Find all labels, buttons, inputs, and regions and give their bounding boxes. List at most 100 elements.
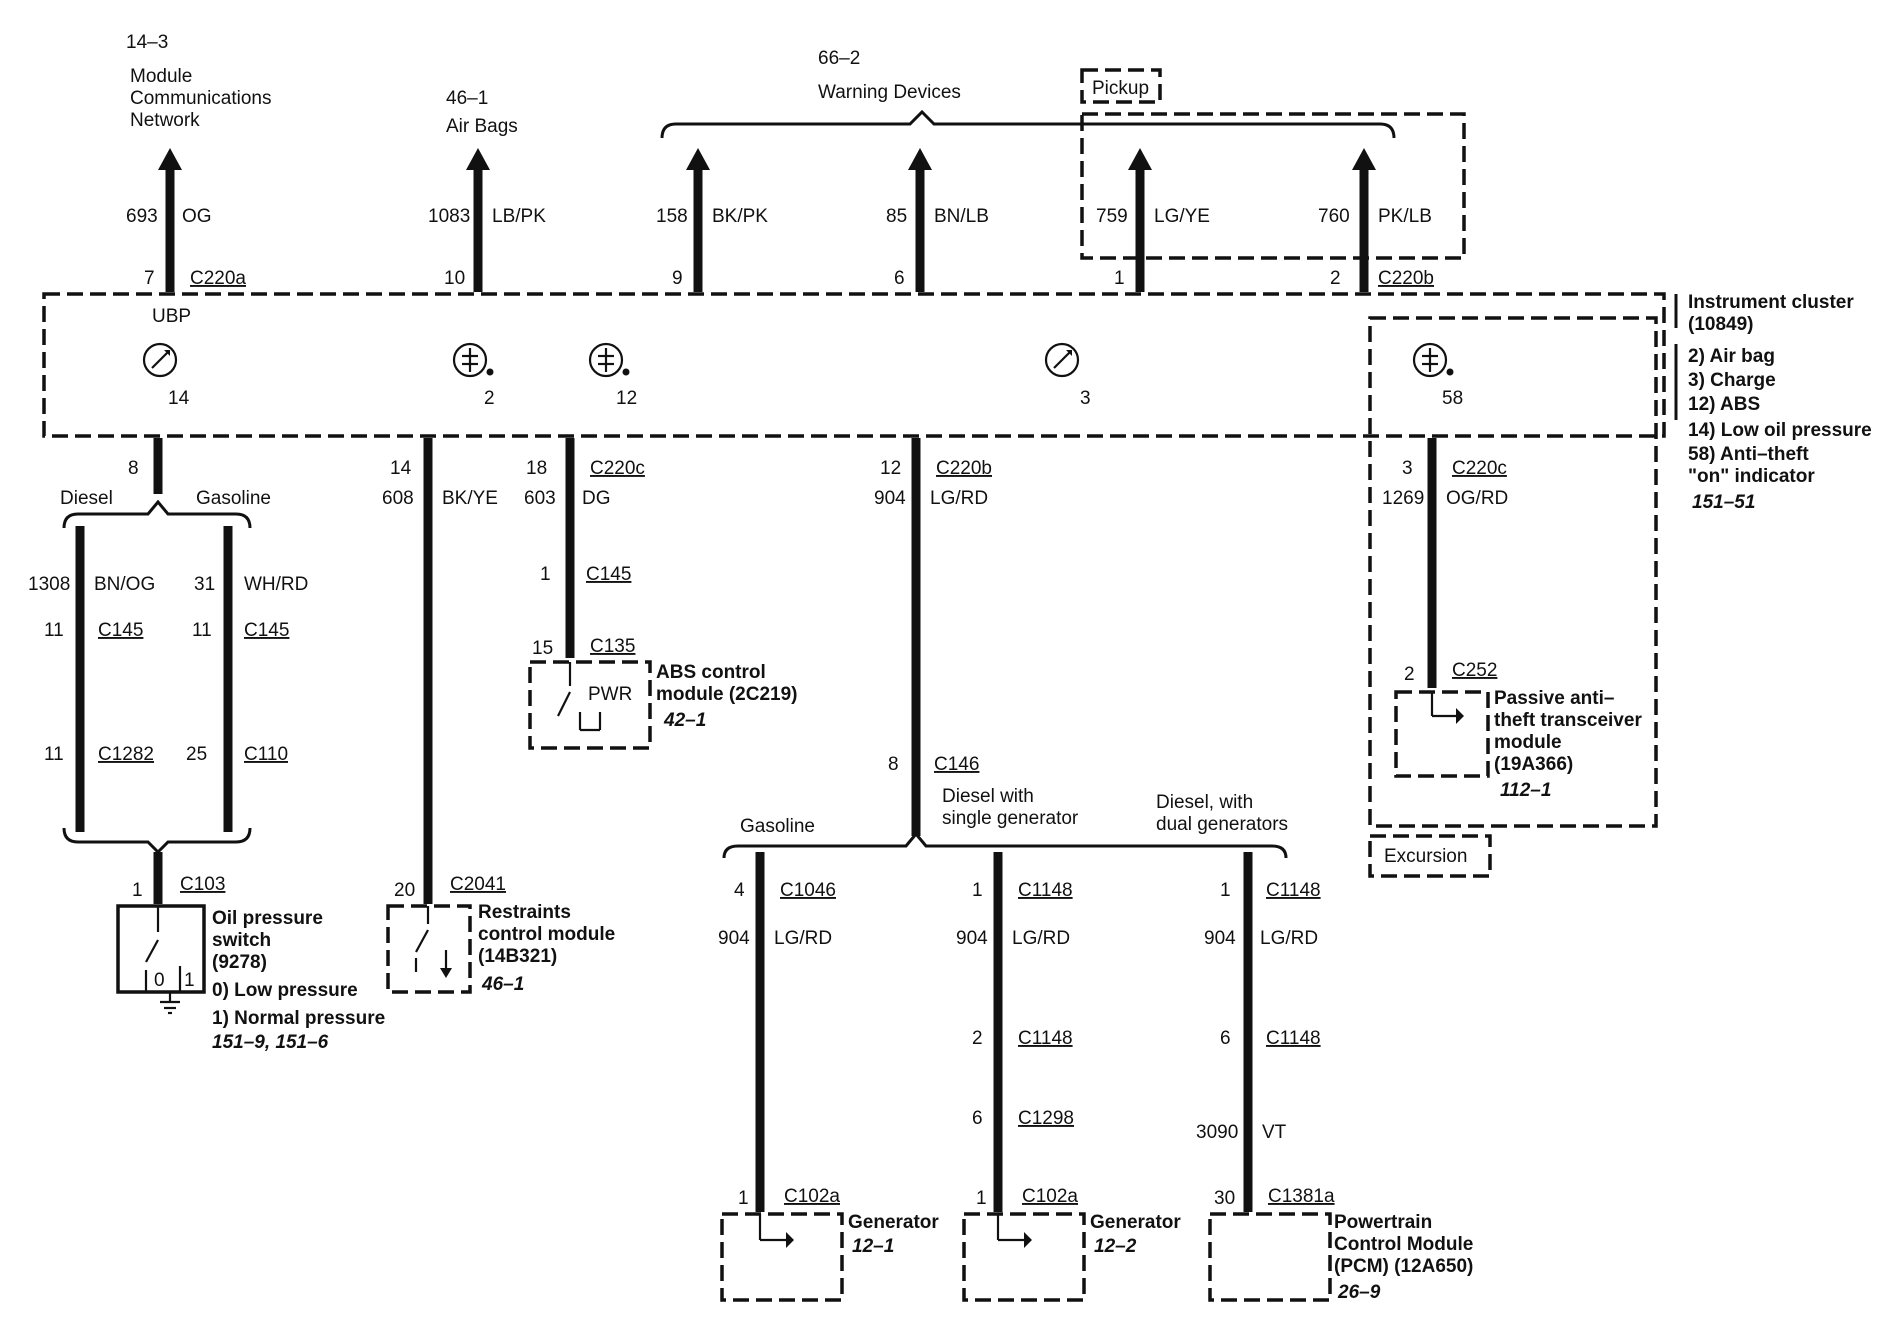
- legend-item: 2) Air bag: [1688, 346, 1775, 367]
- generator-label: Generator: [1090, 1212, 1181, 1233]
- generator-label: Generator: [848, 1212, 939, 1233]
- pickup-region: [1080, 112, 1466, 260]
- generator-box: [962, 1212, 1086, 1302]
- pin-number: 12: [880, 458, 901, 479]
- restraints-label-1: Restraints: [478, 902, 571, 923]
- pin-number: 1: [1114, 268, 1125, 289]
- oil-switch-state-1: 1) Normal pressure: [212, 1008, 385, 1029]
- connector-id: C145: [586, 564, 631, 585]
- connector-id: C220c: [590, 458, 645, 479]
- airbags-label: Air Bags: [446, 116, 518, 137]
- airbags-ref: 46–1: [446, 88, 488, 109]
- pin-number: 7: [144, 268, 155, 289]
- switch-icon: [557, 662, 602, 732]
- connector-id: C1381a: [1268, 1186, 1335, 1207]
- cluster-ref: 151–51: [1692, 492, 1755, 513]
- warning-ref: 66–2: [818, 48, 860, 69]
- generator-ref: 12–2: [1094, 1236, 1137, 1257]
- pcm-label-1: Powertrain: [1334, 1212, 1432, 1233]
- cluster-title: Instrument cluster: [1688, 292, 1854, 313]
- arrow-up-icon: [686, 148, 710, 170]
- connector-id: C1298: [1018, 1108, 1074, 1129]
- pin-number: 1: [1220, 880, 1231, 901]
- anti-theft-indicator-icon: [1412, 342, 1454, 378]
- pin-number: 1: [976, 1188, 987, 1209]
- wire-color: PK/LB: [1378, 206, 1432, 227]
- legend-item: "on" indicator: [1688, 466, 1815, 487]
- connector-id: C1148: [1266, 1028, 1321, 1049]
- ubp-label: UBP: [152, 306, 191, 327]
- pin-number: 11: [44, 620, 64, 641]
- generator-terminal-icon: [758, 1214, 794, 1248]
- top-wire-759: 759 LG/YE 1: [1096, 148, 1210, 292]
- wire-color: DG: [582, 488, 611, 509]
- mcn-ref: 14–3: [126, 32, 168, 53]
- wire-circuit: 85: [886, 206, 907, 227]
- connector-id: C103: [180, 874, 225, 895]
- connector-id: C1148: [1266, 880, 1321, 901]
- connector-id: C1046: [780, 880, 836, 901]
- wire-circuit: 158: [656, 206, 688, 227]
- wire-circuit: 760: [1318, 206, 1350, 227]
- wire-circuit: 904: [1204, 928, 1236, 949]
- indicator-number: 58: [1442, 388, 1463, 409]
- wire-circuit: 603: [524, 488, 556, 509]
- wire-color: LG/RD: [930, 488, 988, 509]
- top-wire-1083: 1083 LB/PK 10: [428, 148, 546, 292]
- excursion-label: Excursion: [1384, 846, 1467, 867]
- pin-number: 25: [186, 744, 207, 765]
- pin-number: 9: [672, 268, 683, 289]
- pats-module-box: [1394, 690, 1490, 778]
- connector-id: C145: [98, 620, 143, 641]
- connector-id: C135: [590, 636, 635, 657]
- cluster-part-number: (10849): [1688, 314, 1754, 335]
- destination-warning-devices: 66–2 Warning Devices: [660, 48, 1396, 139]
- connector-id: C220c: [1452, 458, 1507, 479]
- arrow-up-icon: [1128, 148, 1152, 170]
- wire-circuit: 31: [194, 574, 215, 595]
- connector-id: C220a: [190, 268, 246, 289]
- pin-number: 1: [738, 1188, 749, 1209]
- abs-circuit: 18 C220c 603 DG 1 C145 15 C135 PWR ABS c…: [524, 438, 797, 750]
- wire-color: WH/RD: [244, 574, 308, 595]
- charge-circuit: 12 C220b 904 LG/RD 8 C146 Gasoline Diese…: [718, 438, 1473, 1303]
- generator-box: [720, 1212, 844, 1302]
- mcn-label-3: Network: [130, 110, 200, 131]
- indicator-number: 12: [616, 388, 637, 409]
- arrow-up-icon: [908, 148, 932, 170]
- wire-color: BN/LB: [934, 206, 989, 227]
- switch-icon: [144, 906, 182, 992]
- connector-id: C145: [244, 620, 289, 641]
- indicator-number: 14: [168, 388, 190, 409]
- wire-color: LG/RD: [774, 928, 832, 949]
- mcn-label-2: Communications: [130, 88, 272, 109]
- connector-id: C102a: [1022, 1186, 1078, 1207]
- pin-number: 30: [1214, 1188, 1235, 1209]
- pin-number: 3: [1402, 458, 1413, 479]
- pats-ref: 112–1: [1500, 780, 1551, 801]
- warning-label: Warning Devices: [818, 82, 961, 103]
- switch-icon: [414, 906, 452, 978]
- connector-id: C220b: [936, 458, 992, 479]
- pickup-box: Pickup: [1080, 68, 1466, 260]
- top-wire-158: 158 BK/PK 9: [656, 148, 768, 292]
- pin-number: 8: [888, 754, 899, 775]
- connector-id: C220b: [1378, 268, 1434, 289]
- branch-gasoline: Gasoline: [740, 816, 815, 837]
- abs-label-1: ABS control: [656, 662, 766, 683]
- pin-number: 2: [1330, 268, 1341, 289]
- pin-number: 15: [532, 638, 553, 659]
- restraints-module-box: [386, 904, 472, 994]
- legend-item: 3) Charge: [1688, 370, 1776, 391]
- pcm-box: [1208, 1212, 1332, 1302]
- indicator-number: 2: [484, 388, 495, 409]
- connector-id: C1282: [98, 744, 154, 765]
- pin-number: 11: [44, 744, 64, 765]
- pin-number: 18: [526, 458, 547, 479]
- indicator-number: 3: [1080, 388, 1091, 409]
- wire-circuit: 904: [956, 928, 988, 949]
- wire-circuit: 608: [382, 488, 414, 509]
- legend-item: 14) Low oil pressure: [1688, 420, 1872, 441]
- pin-number: 1: [972, 880, 983, 901]
- pin-number: 8: [128, 458, 139, 479]
